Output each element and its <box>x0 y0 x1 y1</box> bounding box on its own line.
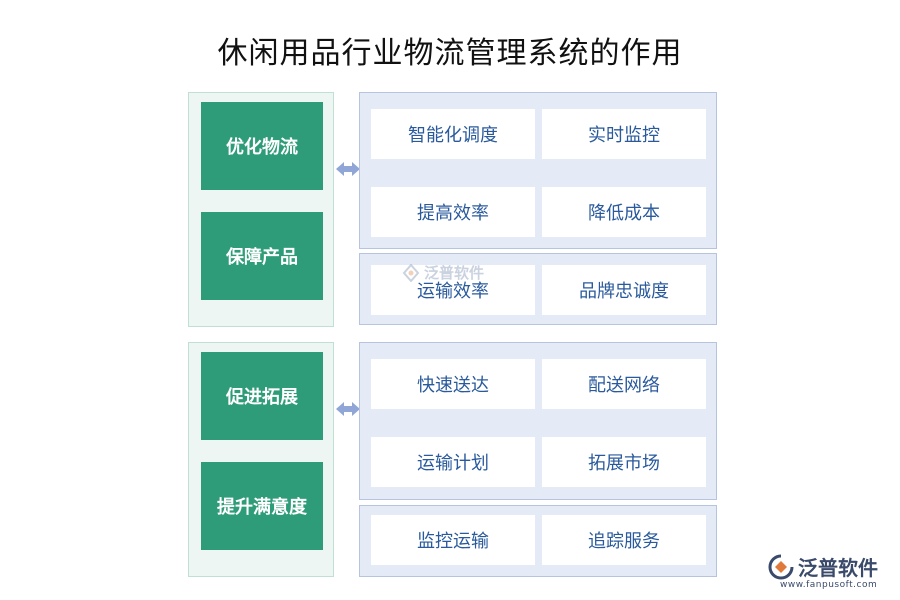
category-box-promote-expansion: 促进拓展 <box>201 352 323 440</box>
right-panel-group-1-top: 智能化调度 实时监控 提高效率 降低成本 <box>359 92 717 249</box>
benefit-cell: 配送网络 <box>542 359 706 409</box>
right-panel-group-2-bottom: 监控运输 追踪服务 <box>359 505 717 577</box>
left-panel-group-2: 促进拓展 提升满意度 <box>188 342 334 577</box>
watermark: 泛普软件 <box>402 262 484 283</box>
category-box-optimize-logistics: 优化物流 <box>201 102 323 190</box>
benefit-cell: 品牌忠诚度 <box>542 265 706 315</box>
right-panel-group-1-bottom: 运输效率 品牌忠诚度 <box>359 253 717 325</box>
logo-text: 泛普软件 <box>798 556 878 580</box>
category-box-improve-satisfaction: 提升满意度 <box>201 462 323 550</box>
benefit-cell: 智能化调度 <box>371 109 535 159</box>
benefit-cell: 追踪服务 <box>542 515 706 565</box>
watermark-text: 泛普软件 <box>424 264 485 282</box>
benefit-cell: 运输计划 <box>371 437 535 487</box>
watermark-logo-icon <box>402 263 420 282</box>
benefit-cell: 提高效率 <box>371 187 535 237</box>
benefit-cell: 拓展市场 <box>542 437 706 487</box>
double-arrow-icon <box>336 162 360 176</box>
right-panel-group-2-top: 快速送达 配送网络 运输计划 拓展市场 <box>359 342 717 500</box>
fanpu-logo-icon <box>768 554 794 579</box>
benefit-cell: 运输效率 <box>371 265 535 315</box>
benefit-cell: 降低成本 <box>542 187 706 237</box>
benefit-cell: 快速送达 <box>371 359 535 409</box>
benefit-cell: 实时监控 <box>542 109 706 159</box>
logo-url: www.fanpusoft.com <box>780 580 878 590</box>
category-box-guarantee-products: 保障产品 <box>201 212 323 300</box>
left-panel-group-1: 优化物流 保障产品 <box>188 92 334 327</box>
benefit-cell: 监控运输 <box>371 515 535 565</box>
page-title: 休闲用品行业物流管理系统的作用 <box>217 36 683 71</box>
double-arrow-icon <box>336 402 360 416</box>
brand-logo: 泛普软件 <box>768 552 878 581</box>
